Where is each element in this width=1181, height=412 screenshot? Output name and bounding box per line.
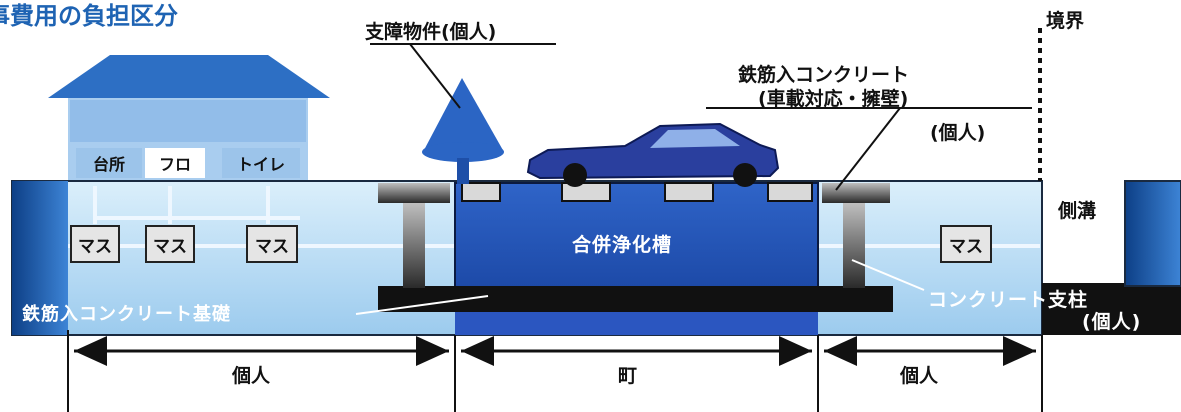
pillar-left bbox=[378, 183, 450, 288]
obstacle-label: 支障物件(個人) bbox=[365, 21, 497, 43]
catch-basin: マス bbox=[145, 225, 195, 263]
tank-label: 合併浄化槽 bbox=[572, 234, 673, 256]
span-label-right: 個人 bbox=[900, 365, 939, 387]
leader-lines-white bbox=[355, 259, 925, 315]
gutter-label: 側溝 bbox=[1058, 200, 1097, 222]
catch-basin: マス bbox=[70, 225, 120, 263]
pillar-label-line1: コンクリート支柱 bbox=[928, 289, 1089, 311]
gutter bbox=[1042, 180, 1181, 335]
dimension-lines bbox=[67, 330, 1043, 412]
rc-label-line3: (個人) bbox=[930, 122, 986, 144]
room-label-toilet: トイレ bbox=[222, 148, 300, 178]
pillar-label-line2: (個人) bbox=[1082, 311, 1142, 333]
catch-basin: マス bbox=[940, 225, 992, 263]
page-title: 事費用の負担区分 bbox=[0, 2, 178, 30]
leader-lines bbox=[370, 43, 1032, 191]
obstacle-tree-icon bbox=[422, 78, 504, 184]
pillar-right bbox=[822, 183, 890, 288]
foundation-slab bbox=[378, 286, 893, 312]
span-label-center: 町 bbox=[618, 365, 638, 387]
rc-label-line1: 鉄筋入コンクリート bbox=[738, 64, 910, 86]
left-edge bbox=[12, 181, 68, 335]
boundary-label: 境界 bbox=[1046, 10, 1085, 32]
septic-tank bbox=[454, 182, 819, 335]
catch-basin: マス bbox=[246, 225, 298, 263]
room-label-kitchen: 台所 bbox=[76, 148, 142, 178]
car-icon bbox=[526, 122, 780, 187]
span-label-left: 個人 bbox=[232, 365, 271, 387]
rc-label-line2: (車載対応・擁壁) bbox=[758, 88, 909, 110]
house-roof bbox=[48, 55, 330, 98]
foundation-label: 鉄筋入コンクリート基礎 bbox=[22, 304, 231, 325]
room-label-bath: フロ bbox=[145, 148, 205, 178]
